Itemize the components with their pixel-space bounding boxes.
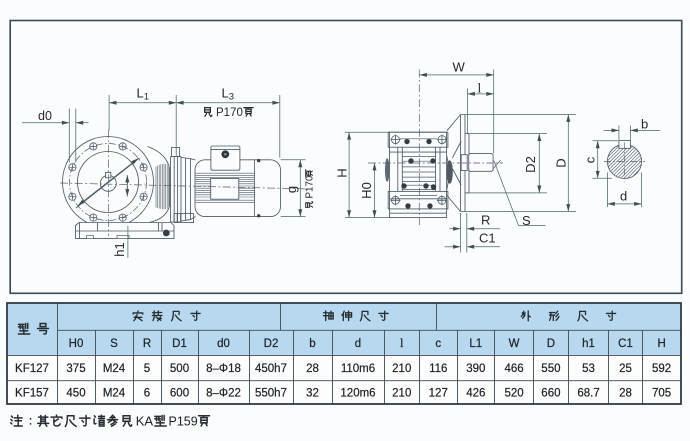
svg-text:M24: M24 [103,363,126,375]
svg-text:68.7: 68.7 [577,387,599,399]
svg-text:h1: h1 [582,338,595,350]
svg-text:h1: h1 [112,242,127,256]
svg-text:D: D [547,338,555,350]
svg-text:g: g [284,186,299,193]
svg-text:D2: D2 [264,338,279,350]
svg-text:600: 600 [170,387,189,399]
svg-text:M24: M24 [103,387,126,399]
svg-text:H: H [657,338,665,350]
svg-text:C1: C1 [479,231,496,246]
svg-text:520: 520 [504,387,523,399]
svg-text:H0: H0 [69,338,84,350]
svg-text:D1: D1 [172,338,187,350]
svg-text:25: 25 [619,363,632,375]
svg-text:H: H [335,168,350,177]
svg-text:32: 32 [306,387,319,399]
svg-text:210: 210 [392,387,411,399]
svg-text:l: l [478,81,482,96]
svg-text:c: c [583,156,598,163]
svg-text:53: 53 [582,363,595,375]
svg-text:550: 550 [541,363,560,375]
svg-text:P159: P159 [169,415,198,429]
svg-text:d: d [620,189,627,204]
svg-text:D: D [554,158,569,167]
svg-text:450: 450 [66,387,85,399]
svg-text:110m6: 110m6 [341,363,375,375]
svg-text:592: 592 [652,363,671,375]
svg-text:5: 5 [144,363,150,375]
svg-text:660: 660 [541,387,560,399]
svg-text:l: l [400,336,404,350]
svg-text:c: c [435,338,441,350]
svg-text:R: R [143,338,151,350]
svg-text:W: W [509,338,520,350]
svg-text:S: S [110,338,118,350]
svg-text:b: b [641,117,648,132]
svg-text:28: 28 [619,387,632,399]
svg-text:390: 390 [466,363,485,375]
svg-text:500: 500 [170,363,189,375]
svg-text:28: 28 [306,363,319,375]
svg-text:116: 116 [429,363,447,375]
svg-text:KF157: KF157 [15,387,49,399]
svg-text:8–Φ18: 8–Φ18 [206,363,241,375]
svg-text:6: 6 [144,387,150,399]
svg-text:P170: P170 [216,107,243,119]
svg-text:P170: P170 [305,175,316,198]
svg-text:KA: KA [136,414,154,429]
svg-text:d: d [355,338,361,350]
svg-text:120m6: 120m6 [340,387,375,399]
svg-text:127: 127 [429,387,448,399]
svg-text:L1: L1 [469,338,482,350]
svg-text:b: b [309,338,315,350]
svg-text:210: 210 [392,363,411,375]
svg-text:466: 466 [504,363,523,375]
svg-text:d0: d0 [38,109,52,123]
svg-text:d0: d0 [217,338,230,350]
svg-text:8–Φ22: 8–Φ22 [206,387,241,399]
svg-text:D2: D2 [523,156,538,173]
svg-text:S: S [522,213,531,228]
svg-text:C1: C1 [618,338,633,350]
svg-text:426: 426 [466,387,485,399]
svg-text:W: W [453,60,466,75]
svg-text:R: R [481,213,490,228]
svg-text:375: 375 [66,363,85,375]
svg-text:450h7: 450h7 [255,363,287,375]
svg-text:705: 705 [652,387,671,399]
svg-text:KF127: KF127 [15,363,49,375]
svg-text:550h7: 550h7 [255,387,287,399]
svg-text:H0: H0 [359,182,374,199]
